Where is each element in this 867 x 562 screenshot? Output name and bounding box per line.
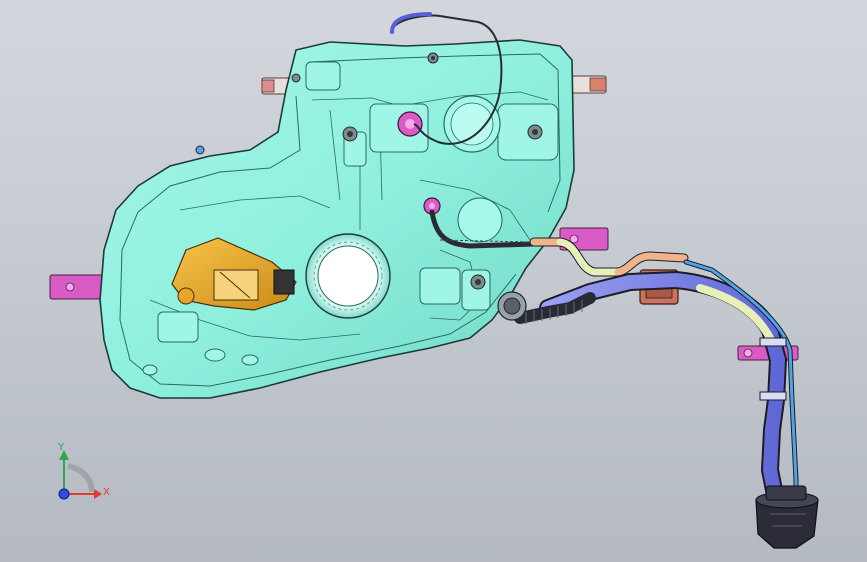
- sender-pivot: [177, 287, 195, 305]
- tank-sump-inner: [450, 102, 494, 146]
- coordinate-triad: [58, 450, 102, 500]
- tank-ridge-2: [119, 95, 517, 387]
- vent-hose[interactable]: [390, 12, 503, 145]
- tank-dimple-2: [241, 354, 259, 366]
- filler-head[interactable]: [755, 485, 819, 549]
- tank-ridge-3: [311, 91, 549, 107]
- triad-x-label: X: [103, 487, 110, 498]
- tank-dimple-3: [142, 364, 158, 376]
- bracket-top-right[interactable]: [571, 75, 607, 94]
- bolt-4: [427, 52, 439, 64]
- bolt-3: [470, 274, 486, 290]
- tank-outlet-port[interactable]: [497, 291, 527, 321]
- bracket-left[interactable]: [49, 274, 103, 300]
- bolt-2: [527, 124, 543, 140]
- tank-ridge-4: [179, 195, 331, 211]
- fuel-tank-shell[interactable]: [99, 39, 575, 399]
- sender-arm: [213, 269, 259, 301]
- tank-pocket-3: [419, 267, 461, 305]
- sender-arm-line: [219, 271, 251, 299]
- pipe-clamp-2: [759, 391, 787, 401]
- bolt-1: [342, 126, 358, 142]
- triad-y-label: Y: [58, 442, 65, 453]
- fuel-pump-flange[interactable]: [305, 233, 391, 319]
- triad-rotation-arc: [67, 463, 95, 493]
- evap-line[interactable]: [529, 237, 689, 277]
- pipe-clamp-1: [759, 337, 787, 347]
- outlet-hose-black[interactable]: [429, 209, 537, 249]
- filler-pipe-assembly[interactable]: [514, 259, 799, 509]
- fuel-level-sender[interactable]: [171, 237, 297, 311]
- tank-pocket-7: [157, 311, 199, 343]
- tank-pocket-5: [305, 61, 341, 91]
- triad-x-arrowhead: [94, 489, 102, 499]
- tank-dimple-1: [204, 348, 226, 362]
- sender-connector: [273, 269, 295, 295]
- tank-sump-2: [457, 197, 503, 243]
- triad-z-axis-dot: [58, 488, 70, 500]
- tank-ridge-1: [309, 53, 561, 213]
- bolt-5: [291, 73, 301, 83]
- tank-outline[interactable]: [99, 39, 575, 399]
- tank-bolts: [195, 52, 543, 290]
- rollover-valve-top[interactable]: [397, 111, 423, 137]
- bolt-6: [195, 145, 205, 155]
- triad-y-arrowhead: [59, 450, 69, 460]
